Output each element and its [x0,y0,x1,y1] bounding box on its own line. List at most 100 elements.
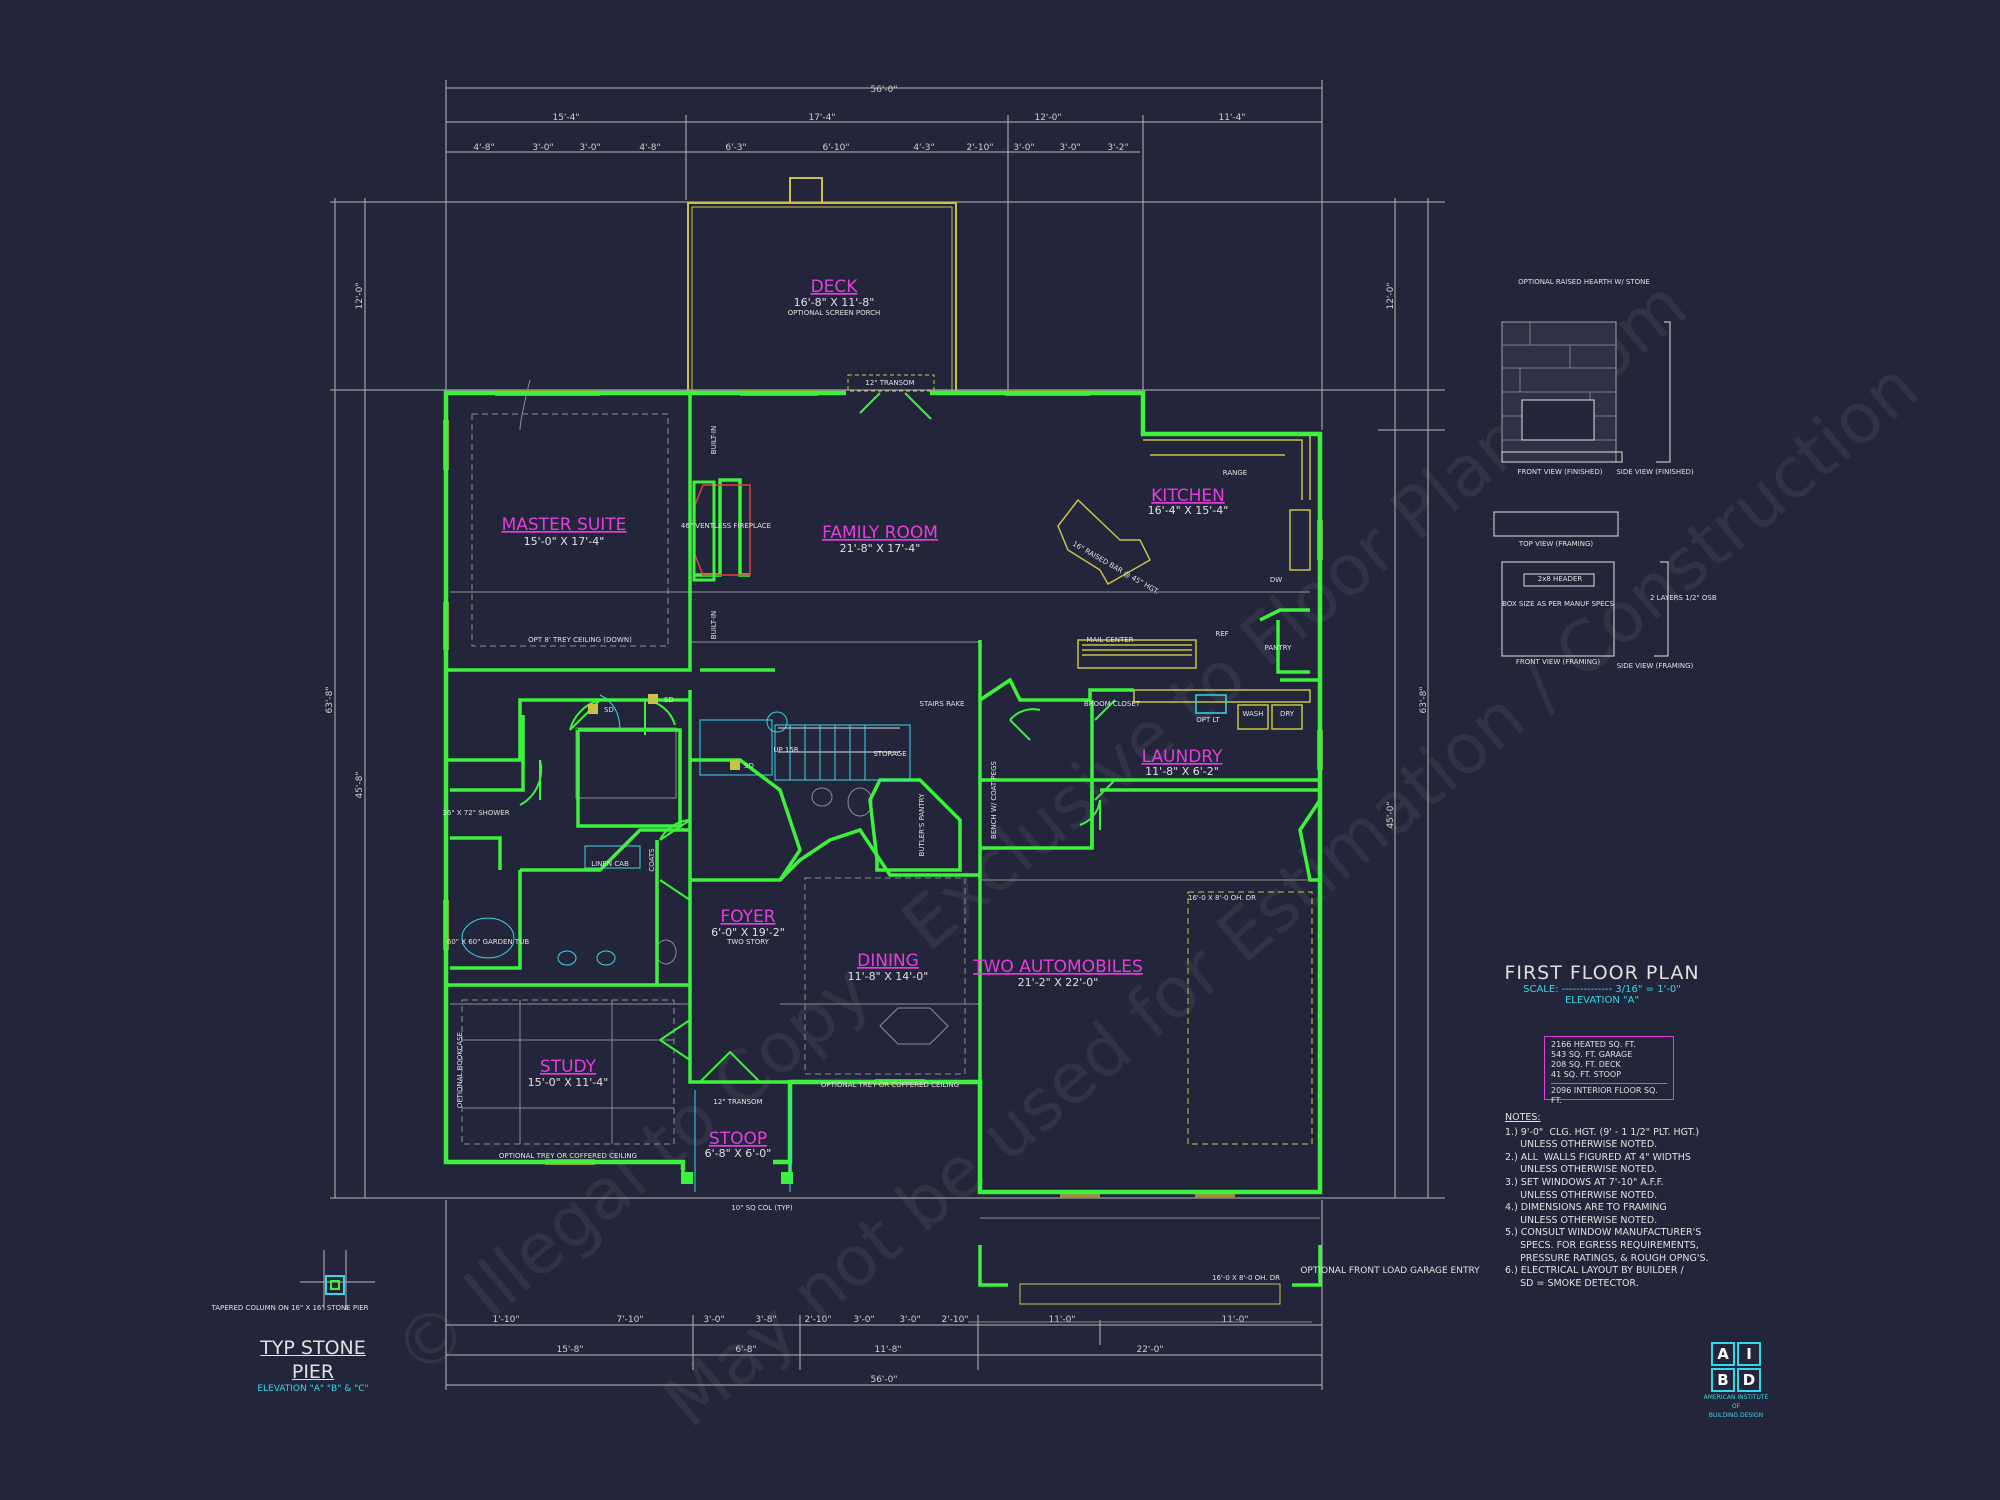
logo-letter: A [1711,1342,1735,1366]
box-size-label: BOX SIZE AS PER MANUF SPECS [1502,600,1614,608]
aibd-letters: A I B D [1711,1342,1761,1392]
logo-letter: B [1711,1368,1735,1392]
front-view-framing-label: FRONT VIEW (FRAMING) [1516,658,1600,666]
logo-letter: I [1737,1342,1761,1366]
sqft-total: 2096 INTERIOR FLOOR SQ. FT. [1551,1083,1667,1106]
dw-label: DW [1270,576,1282,584]
sd-label-3: SD [744,762,754,770]
dim-bot-a9: 11'-0" [1048,1315,1075,1325]
dim-left-total: 63'-8" [325,686,335,713]
dim-top-b2: 3'-0" [532,143,553,153]
dim-bot-a1: 1'-10" [492,1315,519,1325]
logo-letter: D [1737,1368,1761,1392]
garage-door-label: 16'-0 X 8'-0 OH. DR [1188,894,1256,902]
notes-heading: NOTES: [1505,1112,1541,1123]
sd-label-2: SD [664,696,674,704]
shower-label: 36" X 72" SHOWER [442,809,509,817]
kitchen-size: 16'-4" X 15'-4" [1148,504,1229,517]
side-view-framing-label: SIDE VIEW (FRAMING) [1617,662,1694,670]
note-item: 6.) ELECTRICAL LAYOUT BY BUILDER / SD = … [1505,1265,1684,1289]
square-footage-box: 2166 HEATED SQ. FT. 543 SQ. FT. GARAGE 2… [1544,1036,1674,1105]
smoke-detectors [588,694,740,770]
plan-scale: SCALE: -------------- 3/16" = 1'-0" [1523,984,1681,995]
plan-title: FIRST FLOOR PLAN [1504,962,1700,984]
dim-top-4: 11'-4" [1218,113,1245,123]
dim-bot-a10: 11'-0" [1221,1315,1248,1325]
hearth-side-view [1656,321,1671,463]
dim-right-total: 63'-8" [1419,686,1429,713]
garage-label: TWO AUTOMOBILES [972,957,1143,977]
laundry-label: LAUNDRY [1142,747,1223,767]
kitchen-label: KITCHEN [1151,486,1225,506]
smoke-detector [648,694,658,704]
family-room-size: 21'-8" X 17'-4" [840,542,921,555]
front-view-finished-label: FRONT VIEW (FINISHED) [1518,468,1603,476]
hearth-top-view [1493,511,1619,537]
deck-note: OPTIONAL SCREEN PORCH [788,309,881,317]
bookcase-label: OPTIONAL BOOKCASE [456,1032,464,1108]
coats-label: COATS [648,848,656,872]
built-in-label-bottom: BUILT-IN [710,611,718,639]
dim-bot-b2: 6'-8" [735,1345,756,1355]
note-item: 2.) ALL WALLS FIGURED AT 4" WIDTHS UNLES… [1505,1151,1691,1176]
logo-caption-3: BUILDING DESIGN [1708,1412,1764,1419]
logo-caption-2: OF [1731,1403,1741,1410]
stone-pier-detail: TAPERED COLUMN ON 16" X 16" STONE PIER [210,1250,375,1312]
raised-hearth [1501,451,1623,463]
dim-bot-b4: 22'-0" [1136,1345,1163,1355]
doors [519,392,1116,1083]
aibd-logo: A I B D AMERICAN INSTITUTE OF BUILDING D… [1700,1342,1772,1419]
dim-top-b5: 6'-3" [725,143,746,153]
trey-study-label: OPTIONAL TREY OR COFFERED CEILING [499,1152,637,1160]
dimension-lines [330,80,1445,1390]
dim-bot-b1: 15'-8" [556,1345,583,1355]
master-suite-size: 15'-0" X 17'-4" [524,535,605,548]
dim-top-b1: 4'-8" [473,143,494,153]
dim-top-3: 12'-0" [1034,113,1061,123]
butlers-pantry-label: BUTLER'S PANTRY [918,793,926,856]
washer-label: WASH [1242,710,1263,718]
linen-label: LINEN CAB [591,860,629,868]
ref-label: REF [1215,630,1228,638]
dim-bot-a4: 3'-8" [755,1315,776,1325]
pantry-label: PANTRY [1265,644,1292,652]
overall-top-dim: 56'-0" [870,85,897,95]
laundry-size: 11'-8" X 6'-2" [1145,765,1219,778]
sqft-stoop: 41 SQ. FT. STOOP [1551,1070,1622,1079]
dim-top-b7: 4'-3" [913,143,934,153]
garage-size: 21'-2" X 22'-0" [1018,976,1099,989]
header-label: 2x8 HEADER [1538,575,1583,583]
dim-bot-a7: 3'-0" [899,1315,920,1325]
dim-top-b4: 4'-8" [639,143,660,153]
deck-size: 16'-8" X 11'-8" [794,296,875,309]
note-item: 1.) 9'-0" CLG. HGT. (9' - 1 1/2" PLT. HG… [1505,1126,1700,1151]
hearth-title: OPTIONAL RAISED HEARTH W/ STONE [1518,278,1650,286]
master-suite-label: MASTER SUITE [502,515,627,535]
note-item: 4.) DIMENSIONS ARE TO FRAMING UNLESS OTH… [1505,1202,1667,1226]
sd-label-1: SD [604,706,614,714]
deck-outline [687,177,957,392]
column-label: 10" SQ COL (TYP) [731,1204,793,1212]
side-dimensions: 63'-8" 45'-8" 12'-0" 63'-8" 45'-0" 12'-0… [325,282,1429,828]
general-notes: NOTES: 1.) 9'-0" CLG. HGT. (9' - 1 1/2" … [1505,1112,1835,1290]
pier-elevation: ELEVATION "A" "B" & "C" [257,1384,369,1394]
dim-bot-a8: 2'-10" [941,1315,968,1325]
stoop-label: STOOP [709,1129,767,1149]
smoke-detector [730,760,740,770]
garden-tub-label: 60" X 60" GARDEN TUB [447,938,529,946]
sqft-heated: 2166 HEATED SQ. FT. [1551,1040,1636,1049]
dim-top-b11: 3'-2" [1107,143,1128,153]
sqft-garage: 543 SQ. FT. GARAGE [1551,1050,1633,1059]
mail-center-label: MAIL CENTER [1086,636,1133,644]
entry-lines [694,1090,791,1192]
dim-top-2: 17'-4" [808,113,835,123]
trey-master-label: OPT 8' TREY CEILING (DOWN) [528,636,632,644]
dim-left-deck: 12'-0" [355,282,365,309]
range-label: RANGE [1223,469,1247,477]
stairs [774,724,911,781]
stairs-rake-label: STAIRS RAKE [920,700,965,708]
dim-bot-a3: 3'-0" [703,1315,724,1325]
transom-top-label: 12" TRANSOM [865,379,914,387]
dim-top-b10: 3'-0" [1059,143,1080,153]
dim-top-b6: 6'-10" [822,143,849,153]
